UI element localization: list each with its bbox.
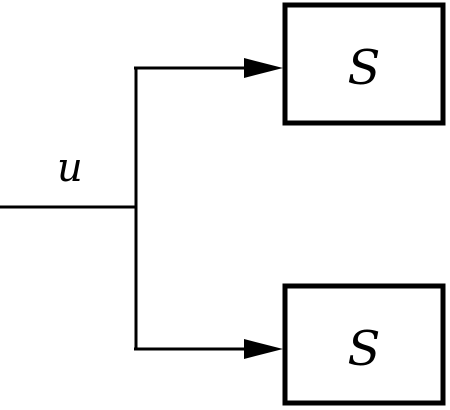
bottom-arrowhead — [244, 339, 283, 359]
bottom-system-box — [282, 283, 446, 406]
top-system-label: S — [348, 40, 381, 96]
top-system-box — [282, 2, 446, 126]
top-arrowhead — [244, 58, 283, 78]
bottom-system-label: S — [348, 321, 381, 377]
bottom-system-block: S — [282, 283, 446, 406]
input-signal-label: u — [57, 145, 83, 191]
top-system-block: S — [282, 2, 446, 126]
